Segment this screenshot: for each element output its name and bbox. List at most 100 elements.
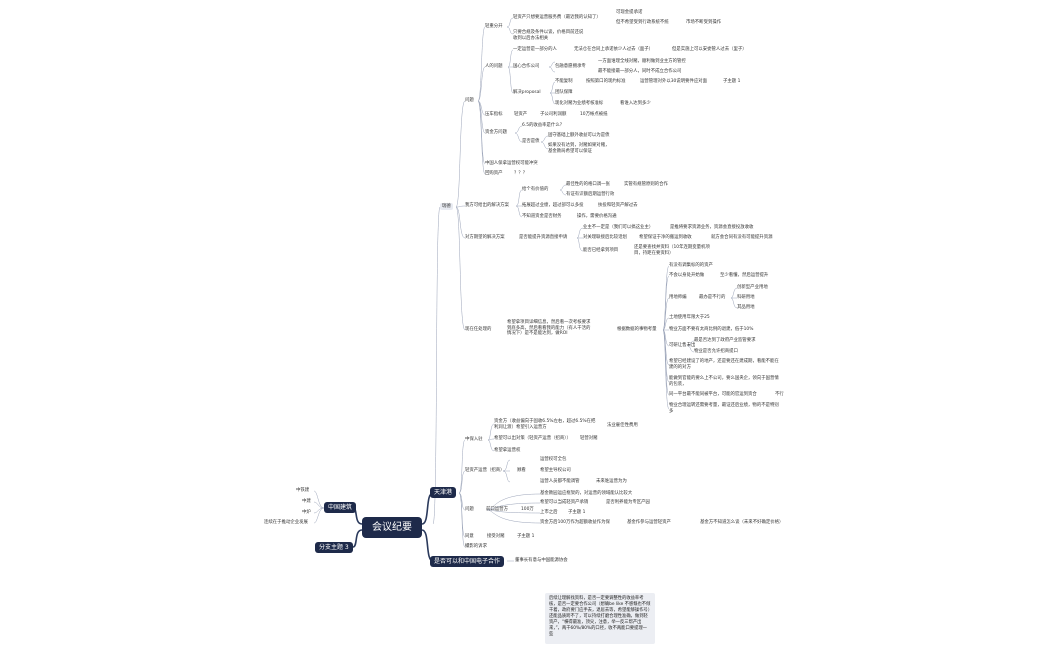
node-liudu-item[interactable]: 希望主导权公司 [540, 468, 571, 473]
node-jj-item[interactable]: 给个有价值的 [522, 187, 549, 192]
node-zgjt-item[interactable]: 中建 [302, 499, 311, 504]
node-huizhuan-val[interactable]: ？？？ [514, 171, 528, 176]
node-qg-item[interactable]: 但不希望受到行政系统不统 [616, 20, 669, 25]
node-zjf-item[interactable]: 如果没有达到，对赌如果对赌，基金教局希望可以保证 [548, 143, 610, 154]
node-zgjt-item[interactable]: 中炉 [302, 510, 311, 515]
node-zgjt-item[interactable]: 连续在于推动企业发展 [264, 520, 308, 525]
node-wenti-item[interactable]: 基金教园运应框架的，对运营的领域能认比较大 [540, 491, 633, 496]
node-lirun-item[interactable]: 10万帐点被抵 [580, 112, 608, 117]
node-qg-item[interactable]: 轻资产只想要运营服务费（最近我的认知了） [513, 15, 601, 20]
node-qg-item[interactable]: 可现金提承诺 [616, 10, 643, 15]
node-xz-item[interactable]: 用地师编 [669, 295, 687, 300]
node-xz-item[interactable]: 希望已经建设了的地产，还是要还在建成期，看能不能在建的的对方 [669, 359, 779, 370]
node-renbao[interactable]: 中国人保拿运营权可能冲突 [485, 161, 538, 166]
node-xz-item[interactable]: 不会以身处开始做 [669, 273, 705, 278]
node-wenti-item[interactable]: 上市之后 [540, 510, 558, 515]
node-rende-item[interactable]: 解决proposal [513, 90, 541, 95]
node-xz-item[interactable]: 物业是否允许招商提口 [694, 349, 738, 354]
node-ruide[interactable]: 瑞德 [440, 203, 453, 210]
node-zhongbao[interactable]: 中保入驻 [465, 437, 483, 442]
node-jj-item[interactable]: 有证有识额后期运营行效 [566, 192, 615, 197]
node-tongshi-val[interactable]: 接受对赌 [487, 534, 505, 539]
node-wenti-item[interactable]: 子主题 1 [568, 510, 586, 515]
node-zb-item[interactable]: 法业雇佳性费用 [607, 423, 638, 428]
node-xz-item[interactable]: 最办是不行的 [699, 295, 726, 300]
node-liudu-tail[interactable]: 未来谁运营为为 [596, 479, 627, 484]
node-jj-item[interactable]: 操作，需要价格沟通 [577, 214, 617, 219]
root-node[interactable]: 会议纪要 [362, 517, 422, 538]
node-xz-item[interactable]: 物业合理运转还需要考量，最证还后业绩，物的不是特别多 [669, 403, 779, 414]
node-wenti-item[interactable]: 基金方不知道怎么谈（未来不好确定价格） [700, 520, 784, 525]
node-wenti-a[interactable]: 前口运营方 [486, 507, 508, 512]
node-xz-item[interactable]: 能做到官能的要么上不公司，要么国央企，领向于国营情的包装， [669, 376, 779, 387]
node-zb-item[interactable]: 资金方（收益偏向于固收6.5%左右，超过6.5%在把利润让渡）希望引入运营方 [494, 419, 596, 430]
node-zhongdianzi[interactable]: 是否可以和中国电子合作 [430, 556, 505, 567]
node-df-mid[interactable]: 是否能提升资源直接申请 [519, 235, 568, 240]
node-rende-item[interactable]: 但是实施上可以安委管人过去（里子） [672, 47, 747, 52]
node-lirun-item[interactable]: 轻资产 [514, 112, 528, 117]
node-df-item[interactable]: 还是要查找并资料（10年连期变量机项目，持距在要资料） [634, 245, 710, 256]
node-zb-item[interactable]: 轻营对赌 [580, 436, 598, 441]
summary-note[interactable]: 后续让理解找资料，是否一定要调整性的收益率考核，是否一定要合作公司（想确be l… [545, 593, 655, 644]
node-rende-item[interactable]: 不能复制 [555, 79, 573, 84]
node-rende-item[interactable]: 团队保障 [555, 90, 573, 95]
node-xz-item[interactable]: 土地使用年限大于25 [669, 315, 710, 320]
node-rende-item[interactable]: 运营管理对外以30说明要件应对面 [640, 79, 708, 84]
node-zjf-item[interactable]: 6.5的收益率是什么？ [522, 123, 565, 128]
node-wenti-item[interactable]: 资金方后100万作为超额收益作为保 [540, 520, 610, 525]
node-rende-item[interactable]: 一定运营是一部分的人 [513, 47, 557, 52]
node-rende-item[interactable]: 无法仓在合同上承诺依少人过去（面子） [574, 47, 654, 52]
node-wenti-a-val[interactable]: 100万 [521, 507, 534, 512]
node-tianjingang[interactable]: 天津港 [430, 487, 457, 498]
node-qingguofen[interactable]: 轻重分开 [485, 24, 503, 29]
node-wenti-item[interactable]: 希望可以当成轻资产承销 [540, 500, 589, 505]
node-xz-item[interactable]: 物业方面不要有太商比例的退建，低于10% [669, 327, 754, 332]
node-xz-item[interactable]: 最是否达到了政府产业监管要求 [694, 338, 756, 343]
node-qingzichan[interactable]: 轻资产运营（招商） [465, 468, 505, 473]
node-xz-item[interactable]: 有没有调集标的的资产 [669, 263, 713, 268]
node-zb-item[interactable]: 希望可以出对策（轻资产运营（招商）） [494, 436, 571, 441]
node-zgjt-item[interactable]: 中铁建 [296, 488, 310, 493]
node-rende[interactable]: 人的问题 [485, 64, 503, 69]
node-huizhuan[interactable]: 回购资产 [485, 171, 503, 176]
node-tongshi[interactable]: 同意 [465, 534, 474, 539]
node-xz-item[interactable]: 可研让售未出 [669, 343, 696, 348]
node-zb-item[interactable]: 希望拿运营权 [494, 448, 521, 453]
node-df-item[interactable]: 希望保证于净的搬运到收收 [639, 235, 692, 240]
node-xz-item[interactable]: 创新型产业用地 [737, 285, 768, 290]
node-rd-wenti[interactable]: 问题 [465, 98, 474, 103]
node-xz-desc[interactable]: 希望拿项目详细信息，然后看一次考核要求到底多高，然后看看我的能力（有人干活的情况… [507, 320, 591, 337]
node-lirun[interactable]: 压车指标 [485, 112, 503, 117]
node-rende-item[interactable]: 看谁入达到多少 [620, 101, 651, 106]
node-rende-item[interactable]: 子主题 1 [723, 79, 741, 84]
node-subtopic-3[interactable]: 分支主题 3 [315, 542, 353, 553]
node-qg-item[interactable]: 市场不断受到操作 [686, 20, 722, 25]
node-zhongdianzi-tail[interactable]: 董事长有意与中国能源协会 [515, 558, 568, 563]
node-xz-item[interactable]: 其品用地 [737, 305, 755, 310]
node-rende-item[interactable]: 按照第口的现约标准 [586, 79, 626, 84]
node-jj-item[interactable]: 拓展超过业绩，超过部可以多投 [522, 203, 584, 208]
node-xz-mid[interactable]: 根据数据的事物考量 [617, 327, 657, 332]
node-lirun-item[interactable]: 子公司利润额 [540, 112, 567, 117]
node-rende-item[interactable]: 一方面谁理全线对赌，顺利做到业主方的管控 [598, 59, 686, 64]
node-jj-item[interactable]: 扶投和轻资产解过去 [598, 203, 638, 208]
node-wenti-item[interactable]: 是否利养能为专区产园 [606, 500, 650, 505]
node-duifang[interactable]: 对方期望的解决方案 [465, 235, 505, 240]
node-jiyin[interactable]: 撮影的诉求 [465, 544, 487, 549]
node-jj-item[interactable]: 实管有规管原则的合作 [624, 182, 668, 187]
node-tongshi-tail[interactable]: 子主题 1 [517, 534, 535, 539]
node-wenti-item[interactable]: 基金作参与运营轻资产 [627, 520, 671, 525]
node-liudu-item[interactable]: 运营人员都不能调管 [540, 479, 580, 484]
node-xz-item[interactable]: 不行 [775, 392, 784, 397]
node-rende-item[interactable]: 包融意愿拥承专 [555, 64, 586, 69]
node-liudu[interactable]: 顾看 [517, 468, 526, 473]
node-rende-item[interactable]: 国心合作公司 [513, 64, 540, 69]
node-df-item[interactable]: 是推将要求资源业务，资源会直接投放收收 [670, 225, 754, 230]
node-jiejue[interactable]: 我方可给出的解决方案 [465, 203, 509, 208]
node-zhongguo-jianzhu[interactable]: 中国建筑 [324, 502, 357, 513]
node-df-item[interactable]: 业主不一定是（我们可以搞这业主） [583, 225, 654, 230]
node-zjf-item[interactable]: 是否是债 [522, 139, 540, 144]
node-rende-item[interactable]: 现化对赌为业绩考核准标 [555, 101, 604, 106]
node-zijinfang[interactable]: 资金方问题 [485, 130, 507, 135]
node-xianzai[interactable]: 现在任处理的 [465, 327, 492, 332]
